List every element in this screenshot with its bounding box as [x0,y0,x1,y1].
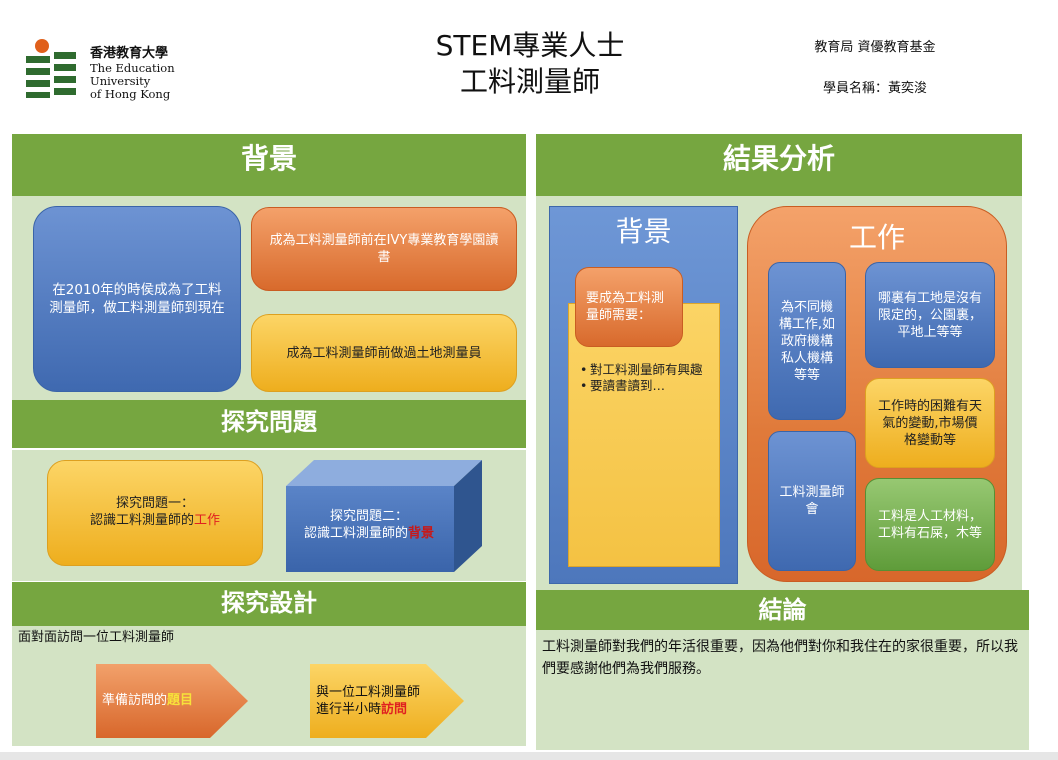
results-work-sites: 哪裏有工地是沒有限定的，公園裏，平地上等等 [865,262,995,368]
design-step-1-highlight: 題目 [167,693,194,708]
bottom-divider [0,752,1058,760]
inquiry-question-2-text: 認識工料測量師的背景 [286,525,452,542]
inquiry-question-2-prefix: 認識工料測量師的 [303,526,408,541]
results-work-sites-text: 哪裏有工地是沒有限定的，公園裏，平地上等等 [878,290,983,340]
results-work-association-text: 工料測量師會 [779,485,845,517]
logo-name-cn: 香港教育大學 [90,46,169,61]
poster-title-line1: STEM專業人士 [435,29,625,62]
design-step-2-highlight: 訪問 [381,702,408,717]
design-step-1-arrow [96,664,248,738]
inquiry-question-1: 探究問題一： 認識工料測量師的工作 [47,460,263,566]
design-step-2-line1: 與一位工料測量師 [316,685,421,700]
inquiry-question-2-cube [286,460,482,572]
results-work-clients: 為不同機構工作,如政府機構私人機構等等 [768,262,846,420]
background-box-ivy-text: 成為工料測量師前在IVY專業教育學園讀書 [269,233,499,265]
background-box-ivy: 成為工料測量師前在IVY專業教育學園讀書 [251,207,517,291]
results-work-materials: 工料是人工材料，工料有石屎，木等 [865,478,995,571]
results-work-difficulty: 工作時的困難有天氣的變動,市場價格變動等 [865,378,995,468]
results-background-label-text: 要成為工料測量師需要： [586,291,665,323]
logo-text: 香港教育大學 The Education University of Hong … [90,46,236,101]
design-intro: 面對面訪問一位工料測量師 [18,630,175,645]
background-box-career-text: 在2010年的時侯成為了工料測量師，做工料測量師到現在 [49,282,225,316]
design-step-1: 準備訪問的題目 [102,692,222,710]
design-step-2-line2: 進行半小時訪問 [316,701,456,718]
background-box-land-surveyor-text: 成為工料測量師前做過土地測量員 [286,345,482,361]
inquiry-question-1-highlight: 工作 [194,513,221,528]
poster-title-line2: 工料測量師 [459,65,600,98]
results-background-label: 要成為工料測量師需要： [575,267,683,347]
inquiry-question-2-label: 探究問題二： [329,509,408,524]
conclusion-heading-text: 結論 [758,596,807,624]
design-step-1-prefix: 準備訪問的 [102,693,168,708]
results-background-title: 背景 [615,215,672,248]
results-heading: 結果分析 [536,134,1022,196]
results-background-notes [568,303,720,567]
design-step-2-prefix: 進行半小時 [316,702,382,717]
results-heading-text: 結果分析 [722,142,835,175]
background-heading: 背景 [12,134,526,196]
student-name-label: 學員名稱：黃奕浚 [822,81,927,96]
background-heading-text: 背景 [240,142,297,175]
design-heading-text: 探究設計 [221,589,317,617]
inquiry-heading: 探究問題 [12,400,526,448]
poster-title: STEM專業人士 工料測量師 [380,28,680,100]
inquiry-question-1-text: 認識工料測量師的工作 [60,512,250,529]
eduhk-logo: 香港教育大學 The Education University of Hong … [26,38,236,102]
inquiry-heading-text: 探究問題 [221,408,317,436]
results-background-bullets: •對工料測量師有興趣 •要讀書讀到… [580,362,714,394]
conclusion-text: 工料測量師對我們的年活很重要，因為他們對你和我住在的家很重要，所以我們要感謝他們… [542,639,1018,677]
organization-label: 教育局 資優教育基金 [814,40,936,55]
logo-name-en-1: The Education University [90,61,175,88]
inquiry-question-1-prefix: 認識工料測量師的 [89,513,194,528]
results-work-clients-text: 為不同機構工作,如政府機構私人機構等等 [778,299,836,383]
inquiry-question-2: 探究問題二： 認識工料測量師的背景 [286,508,452,542]
results-work-association: 工料測量師會 [768,431,856,571]
logo-name-en-2: of Hong Kong [90,87,171,101]
design-step-2-arrow [310,664,464,738]
eduhk-logo-icon [26,39,76,98]
results-background-bullet-text: 要讀書讀到… [590,378,666,393]
results-background-bullet: •要讀書讀到… [580,378,714,394]
inquiry-question-1-label: 探究問題一： [115,496,194,511]
background-box-career: 在2010年的時侯成為了工料測量師，做工料測量師到現在 [33,206,241,392]
design-heading: 探究設計 [12,582,526,626]
inquiry-question-2-highlight: 背景 [408,526,435,541]
results-work-materials-text: 工料是人工材料，工料有石屎，木等 [878,508,983,541]
results-background-bullet-text: 對工料測量師有興趣 [590,362,703,377]
design-step-2: 與一位工料測量師 進行半小時訪問 [316,684,456,718]
conclusion-panel [536,630,1029,750]
results-work-difficulty-text: 工作時的困難有天氣的變動,市場價格變動等 [878,398,983,448]
results-work-title: 工作 [848,221,905,254]
results-background-bullet: •對工料測量師有興趣 [580,362,714,378]
conclusion-heading: 結論 [536,590,1029,630]
background-box-land-surveyor: 成為工料測量師前做過土地測量員 [251,314,517,392]
